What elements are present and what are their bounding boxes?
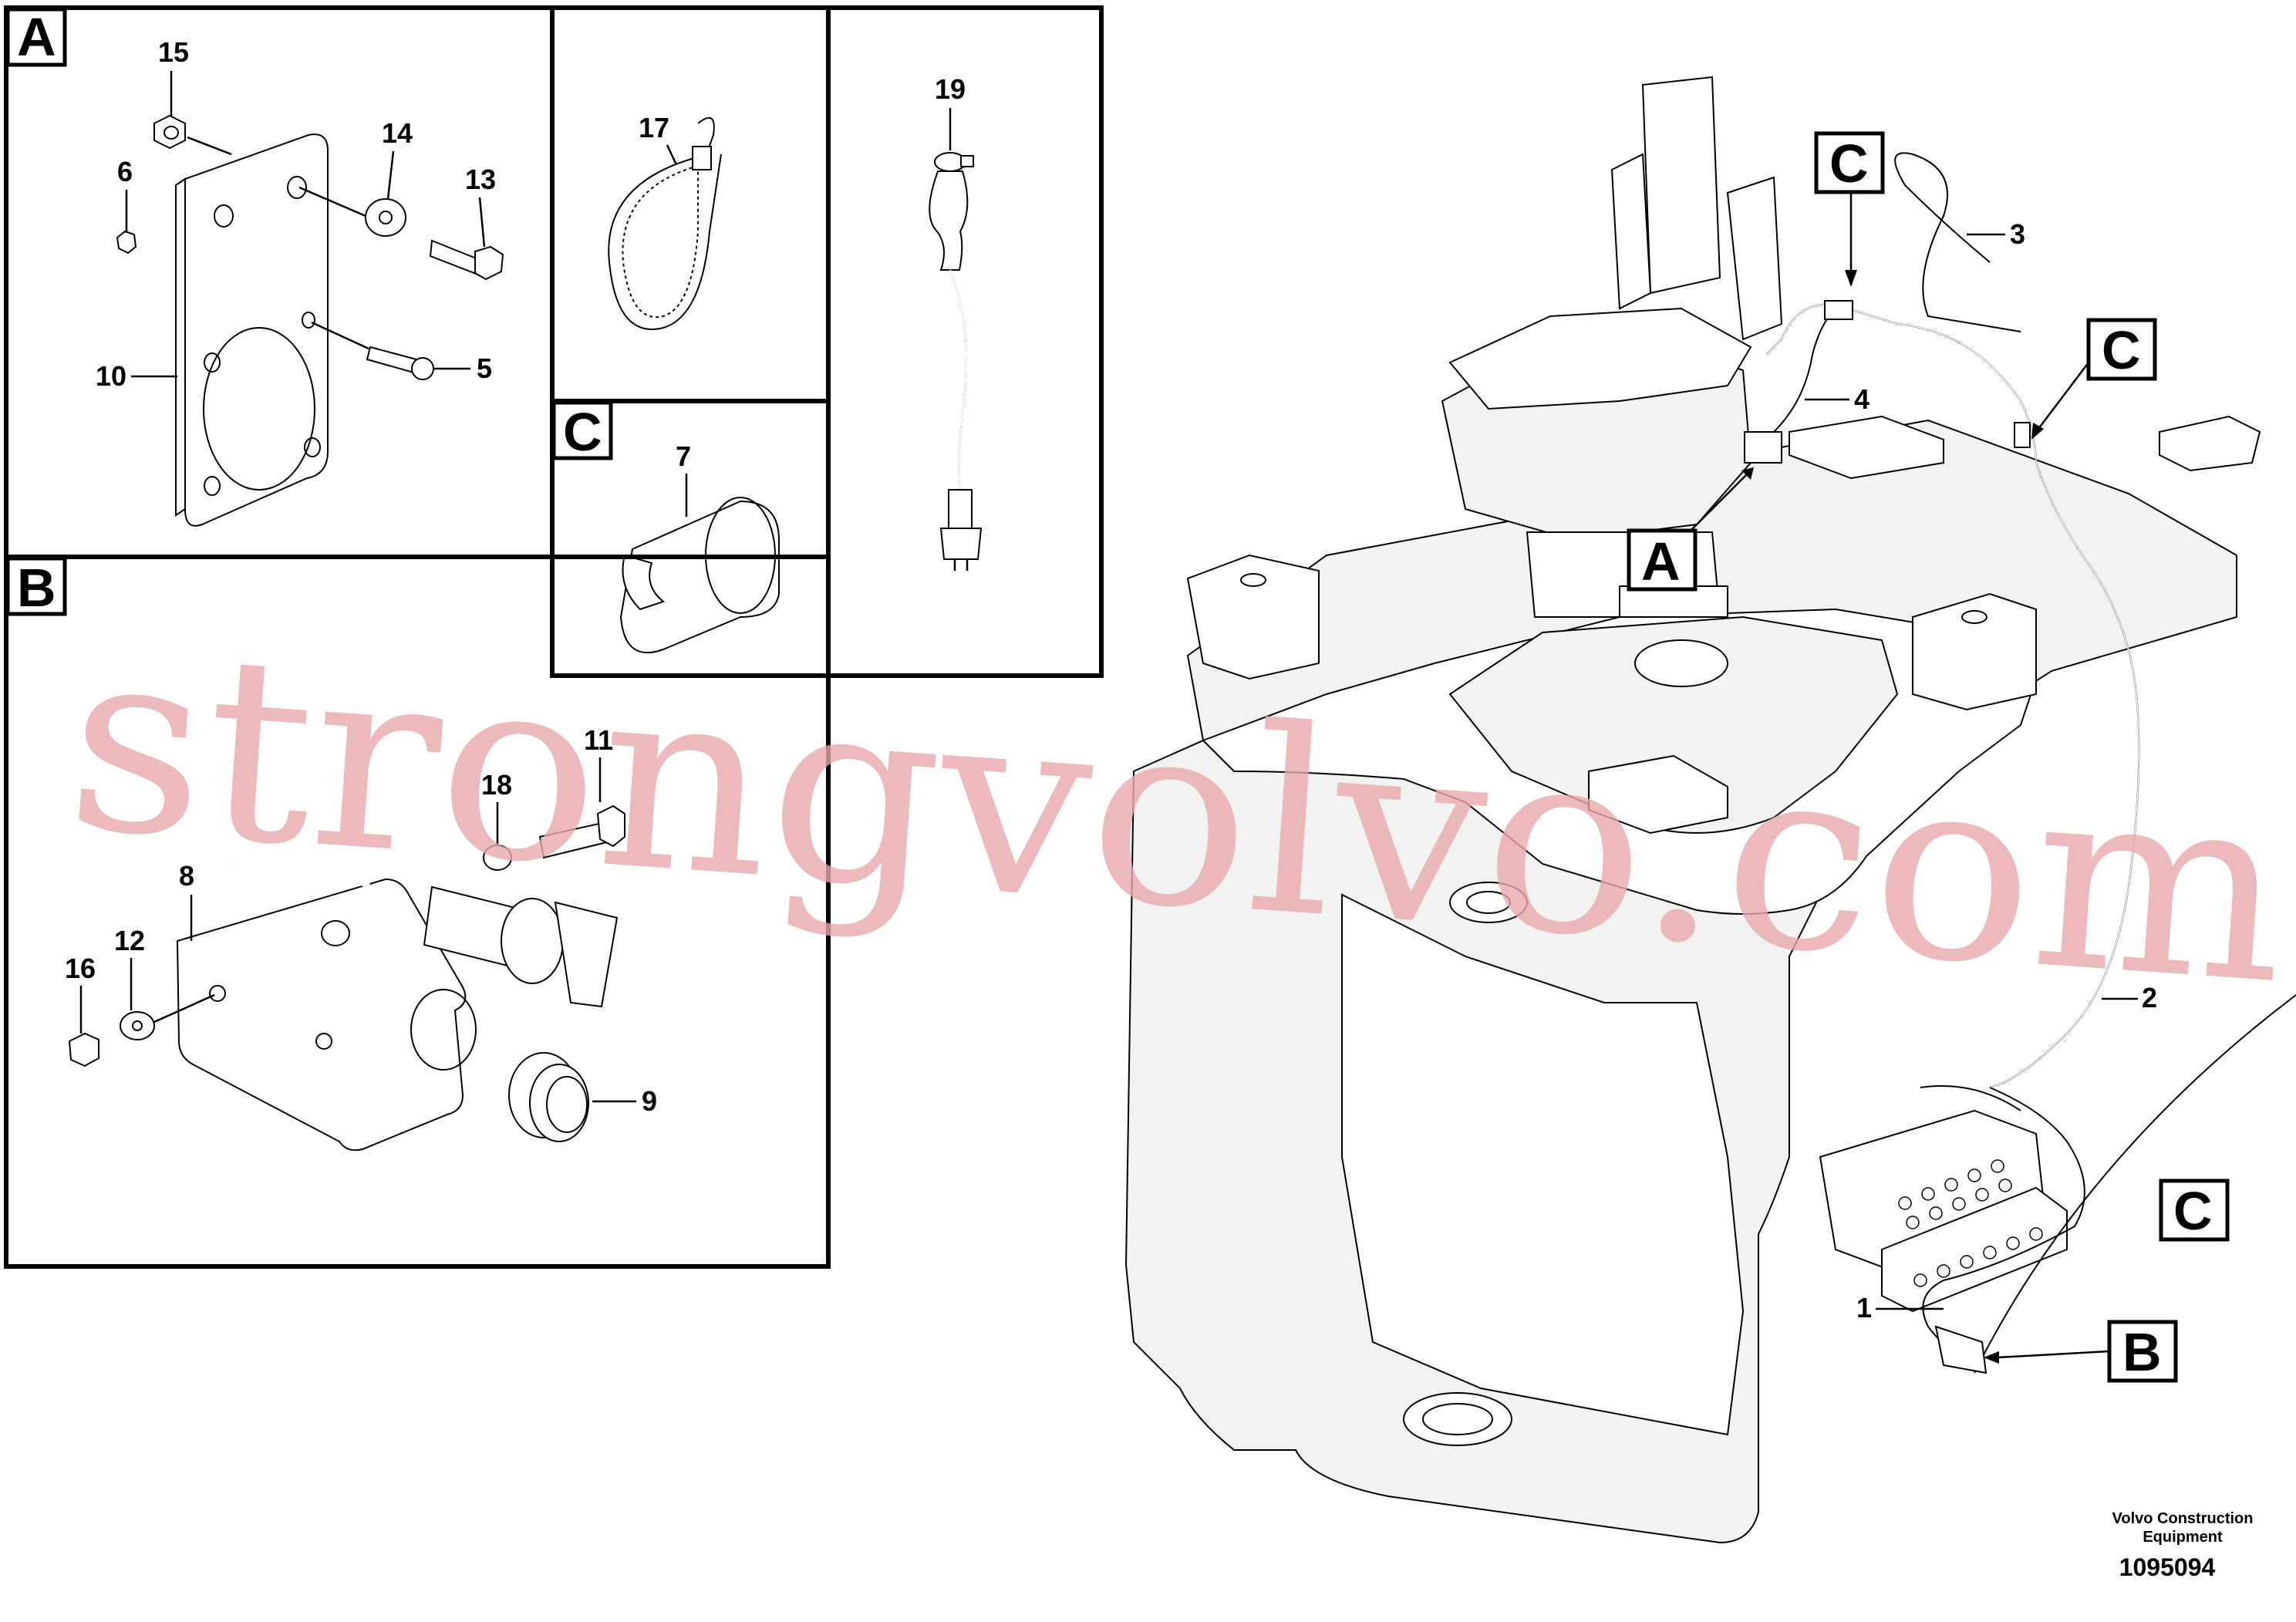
- footer-company: Volvo Construction: [2112, 1510, 2254, 1527]
- callout-a: A: [1641, 531, 1681, 592]
- part-label-3: 3: [2010, 218, 2025, 250]
- part-label-2: 2: [2142, 982, 2157, 1013]
- part-label-15: 15: [158, 36, 189, 68]
- part-label-11: 11: [584, 724, 613, 756]
- part-label-4: 4: [1854, 383, 1870, 415]
- panel-a-tag: A: [17, 7, 56, 67]
- part-label-14: 14: [382, 117, 413, 149]
- panel-b: B 11 18 8 12 16 9: [4, 555, 831, 1269]
- part-label-8: 8: [179, 860, 194, 892]
- part-label-13: 13: [465, 164, 496, 195]
- callout-c-right: C: [2102, 320, 2141, 380]
- panel-cable-tie: 17: [550, 5, 831, 403]
- part-label-5: 5: [477, 352, 492, 384]
- part-label-7: 7: [676, 440, 691, 472]
- part-label-17: 17: [639, 112, 669, 143]
- panel-c-tag: C: [563, 402, 602, 462]
- part-label-12: 12: [114, 925, 145, 956]
- panel-b-tag: B: [17, 558, 56, 618]
- part-label-10: 10: [96, 360, 126, 392]
- panel-c: C 7: [550, 399, 831, 678]
- part-label-6: 6: [117, 156, 133, 187]
- part-label-16: 16: [65, 953, 96, 984]
- callout-c-top: C: [1829, 133, 1869, 194]
- part-label-9: 9: [642, 1085, 657, 1117]
- panel-a: A 15 14 13 6 10: [4, 5, 555, 559]
- drawing-number: 1095094: [2119, 1553, 2216, 1581]
- part-label-1: 1: [1856, 1292, 1872, 1324]
- part-label-19: 19: [935, 73, 966, 105]
- panel-socket-cable: 19: [826, 5, 1104, 678]
- part-label-18: 18: [481, 769, 512, 801]
- callout-c-lower: C: [2173, 1181, 2213, 1241]
- main-assembly: C C A C B 3 4 2 1: [1124, 76, 2296, 1544]
- callout-b: B: [2122, 1322, 2162, 1382]
- footer: Volvo Construction Equipment 1095094: [2112, 1510, 2254, 1581]
- footer-company-line2: Equipment: [2143, 1529, 2223, 1546]
